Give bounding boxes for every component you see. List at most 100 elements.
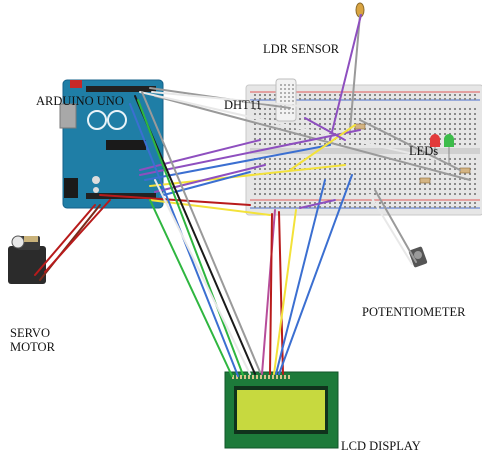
- breadboard-hole: [309, 94, 311, 96]
- breadboard-hole: [324, 118, 326, 120]
- breadboard-hole: [344, 202, 346, 204]
- breadboard-hole: [469, 128, 471, 130]
- breadboard-hole: [359, 168, 361, 170]
- breadboard-hole: [394, 98, 396, 100]
- lcd-pin: [272, 375, 274, 379]
- breadboard-hole: [274, 143, 276, 145]
- breadboard-hole: [419, 163, 421, 165]
- breadboard-hole: [269, 168, 271, 170]
- breadboard-hole: [409, 158, 411, 160]
- breadboard-hole: [384, 108, 386, 110]
- breadboard-hole: [444, 206, 446, 208]
- breadboard-hole: [454, 133, 456, 135]
- breadboard-hole: [274, 108, 276, 110]
- breadboard-hole: [284, 138, 286, 140]
- breadboard-hole: [299, 143, 301, 145]
- breadboard-hole: [329, 158, 331, 160]
- breadboard-hole: [374, 173, 376, 175]
- breadboard-hole: [454, 98, 456, 100]
- lcd-pin: [252, 375, 254, 379]
- breadboard-hole: [434, 98, 436, 100]
- breadboard-hole: [414, 178, 416, 180]
- breadboard-hole: [414, 202, 416, 204]
- breadboard-hole: [404, 173, 406, 175]
- breadboard-hole: [454, 168, 456, 170]
- breadboard-hole: [459, 178, 461, 180]
- breadboard-hole: [419, 128, 421, 130]
- breadboard-hole: [464, 143, 466, 145]
- breadboard-hole: [469, 94, 471, 96]
- breadboard-hole: [339, 163, 341, 165]
- servo-motor-label: SERVO MOTOR: [10, 326, 80, 354]
- breadboard-hole: [254, 113, 256, 115]
- breadboard-hole: [294, 158, 296, 160]
- breadboard-hole: [459, 108, 461, 110]
- breadboard-hole: [449, 206, 451, 208]
- breadboard-hole: [334, 158, 336, 160]
- breadboard-hole: [429, 163, 431, 165]
- breadboard-hole: [294, 128, 296, 130]
- breadboard-hole: [344, 108, 346, 110]
- breadboard-hole: [389, 123, 391, 125]
- breadboard-hole: [284, 193, 286, 195]
- breadboard-hole: [454, 158, 456, 160]
- breadboard-hole: [364, 163, 366, 165]
- breadboard-hole: [399, 188, 401, 190]
- breadboard-hole: [404, 113, 406, 115]
- breadboard-hole: [449, 94, 451, 96]
- breadboard-hole: [369, 202, 371, 204]
- breadboard-hole: [409, 183, 411, 185]
- breadboard-hole: [464, 158, 466, 160]
- breadboard-hole: [379, 158, 381, 160]
- breadboard-hole: [434, 123, 436, 125]
- breadboard-hole: [434, 178, 436, 180]
- breadboard-hole: [289, 193, 291, 195]
- breadboard-hole: [424, 158, 426, 160]
- breadboard-hole: [389, 183, 391, 185]
- breadboard-hole: [384, 128, 386, 130]
- breadboard-hole: [394, 173, 396, 175]
- lcd-pin: [280, 375, 282, 379]
- breadboard-hole: [454, 108, 456, 110]
- breadboard-hole: [334, 183, 336, 185]
- breadboard-hole: [299, 178, 301, 180]
- breadboard-hole: [309, 183, 311, 185]
- breadboard-hole: [379, 98, 381, 100]
- breadboard-hole: [434, 202, 436, 204]
- breadboard-hole: [259, 183, 261, 185]
- breadboard-hole: [319, 193, 321, 195]
- breadboard-hole: [274, 183, 276, 185]
- breadboard-hole: [384, 178, 386, 180]
- breadboard-hole: [269, 163, 271, 165]
- breadboard-hole: [394, 143, 396, 145]
- breadboard-hole: [419, 143, 421, 145]
- breadboard-hole: [459, 188, 461, 190]
- breadboard-hole: [389, 138, 391, 140]
- breadboard-hole: [254, 123, 256, 125]
- breadboard-hole: [404, 193, 406, 195]
- dht11-vent: [280, 84, 282, 86]
- breadboard-hole: [319, 188, 321, 190]
- breadboard-hole: [384, 133, 386, 135]
- breadboard-hole: [474, 188, 476, 190]
- resistors: [354, 123, 471, 184]
- breadboard-hole: [304, 173, 306, 175]
- lcd-display: [224, 371, 339, 449]
- breadboard-hole: [419, 173, 421, 175]
- breadboard-hole: [449, 118, 451, 120]
- breadboard-hole: [294, 183, 296, 185]
- breadboard-hole: [429, 123, 431, 125]
- breadboard-hole: [379, 138, 381, 140]
- breadboard-hole: [314, 202, 316, 204]
- breadboard-hole: [399, 128, 401, 130]
- breadboard-hole: [309, 158, 311, 160]
- breadboard-hole: [409, 202, 411, 204]
- breadboard-hole: [319, 123, 321, 125]
- dht11-vent: [292, 112, 294, 114]
- breadboard-hole: [399, 94, 401, 96]
- breadboard-hole: [299, 123, 301, 125]
- breadboard-hole: [429, 113, 431, 115]
- breadboard-hole: [399, 206, 401, 208]
- breadboard-hole: [474, 118, 476, 120]
- breadboard-hole: [334, 163, 336, 165]
